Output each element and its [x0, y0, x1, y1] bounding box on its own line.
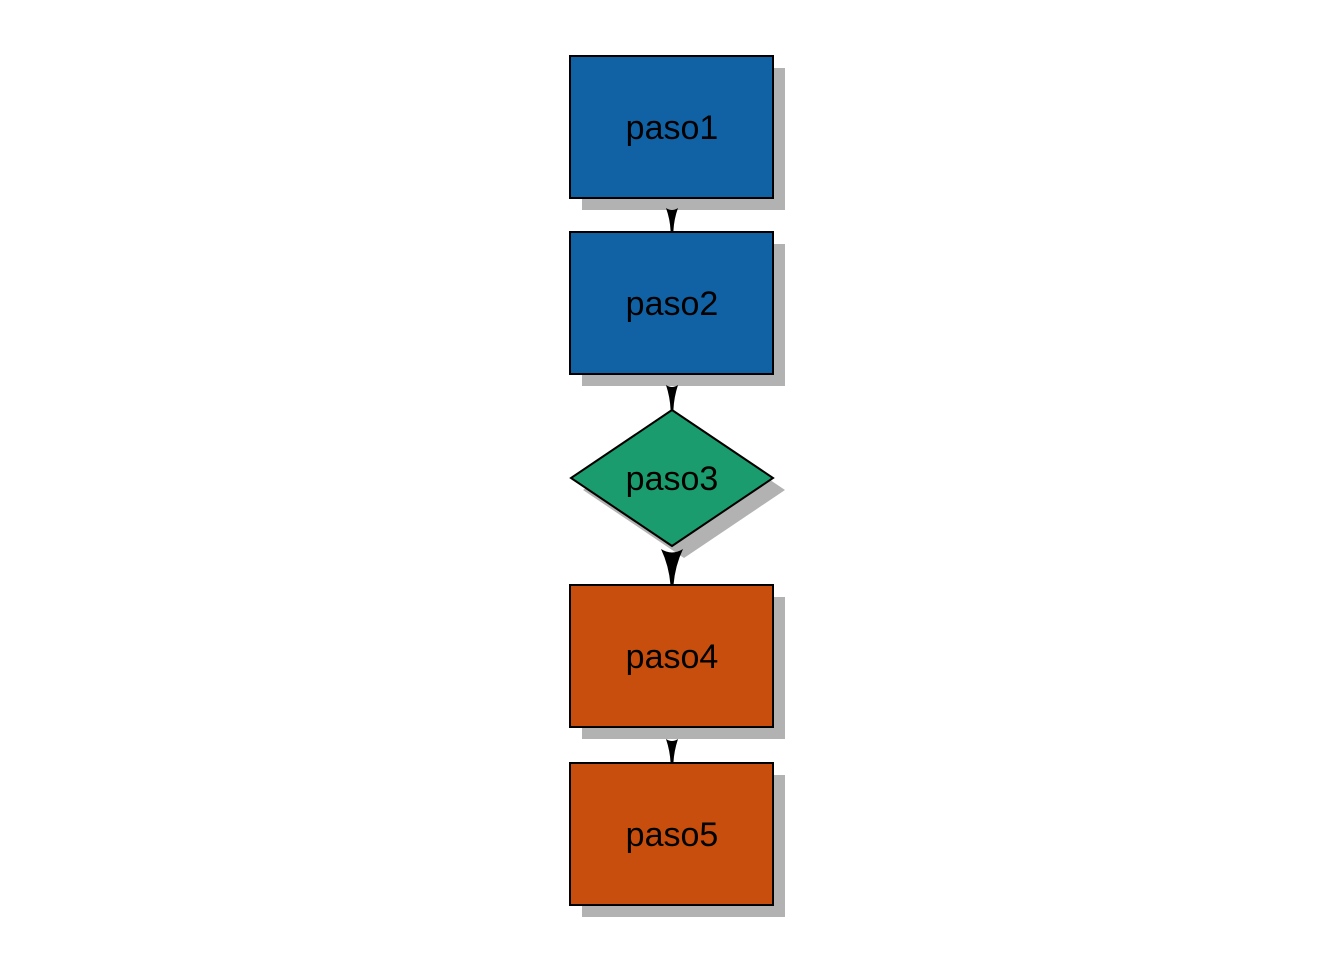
- edges: [661, 208, 683, 763]
- edge-arrow-paso4-paso5: [666, 739, 678, 763]
- edge-arrow-paso1-paso2: [666, 208, 678, 231]
- node-paso5: [569, 762, 785, 917]
- node-paso5-label: paso5: [626, 816, 719, 854]
- node-paso1-shape: [569, 55, 774, 199]
- node-paso2: [569, 231, 785, 386]
- node-paso1-label: paso1: [626, 109, 719, 147]
- edge-arrow-paso2-paso3: [666, 385, 678, 410]
- node-paso3-shape: [569, 408, 775, 548]
- edge-arrow-paso3-paso4: [661, 549, 683, 585]
- node-paso4-shape: [569, 584, 774, 728]
- node-labels: paso1 paso2 paso3 paso4 paso5: [626, 109, 719, 854]
- node-paso5-shape: [569, 762, 774, 906]
- node-paso2-label: paso2: [626, 285, 719, 323]
- node-paso4-label: paso4: [626, 638, 719, 676]
- node-paso3: [569, 408, 785, 558]
- node-paso1: [569, 55, 785, 210]
- node-paso4: [569, 584, 785, 739]
- node-paso2-shape: [569, 231, 774, 375]
- node-paso3-label: paso3: [626, 460, 719, 498]
